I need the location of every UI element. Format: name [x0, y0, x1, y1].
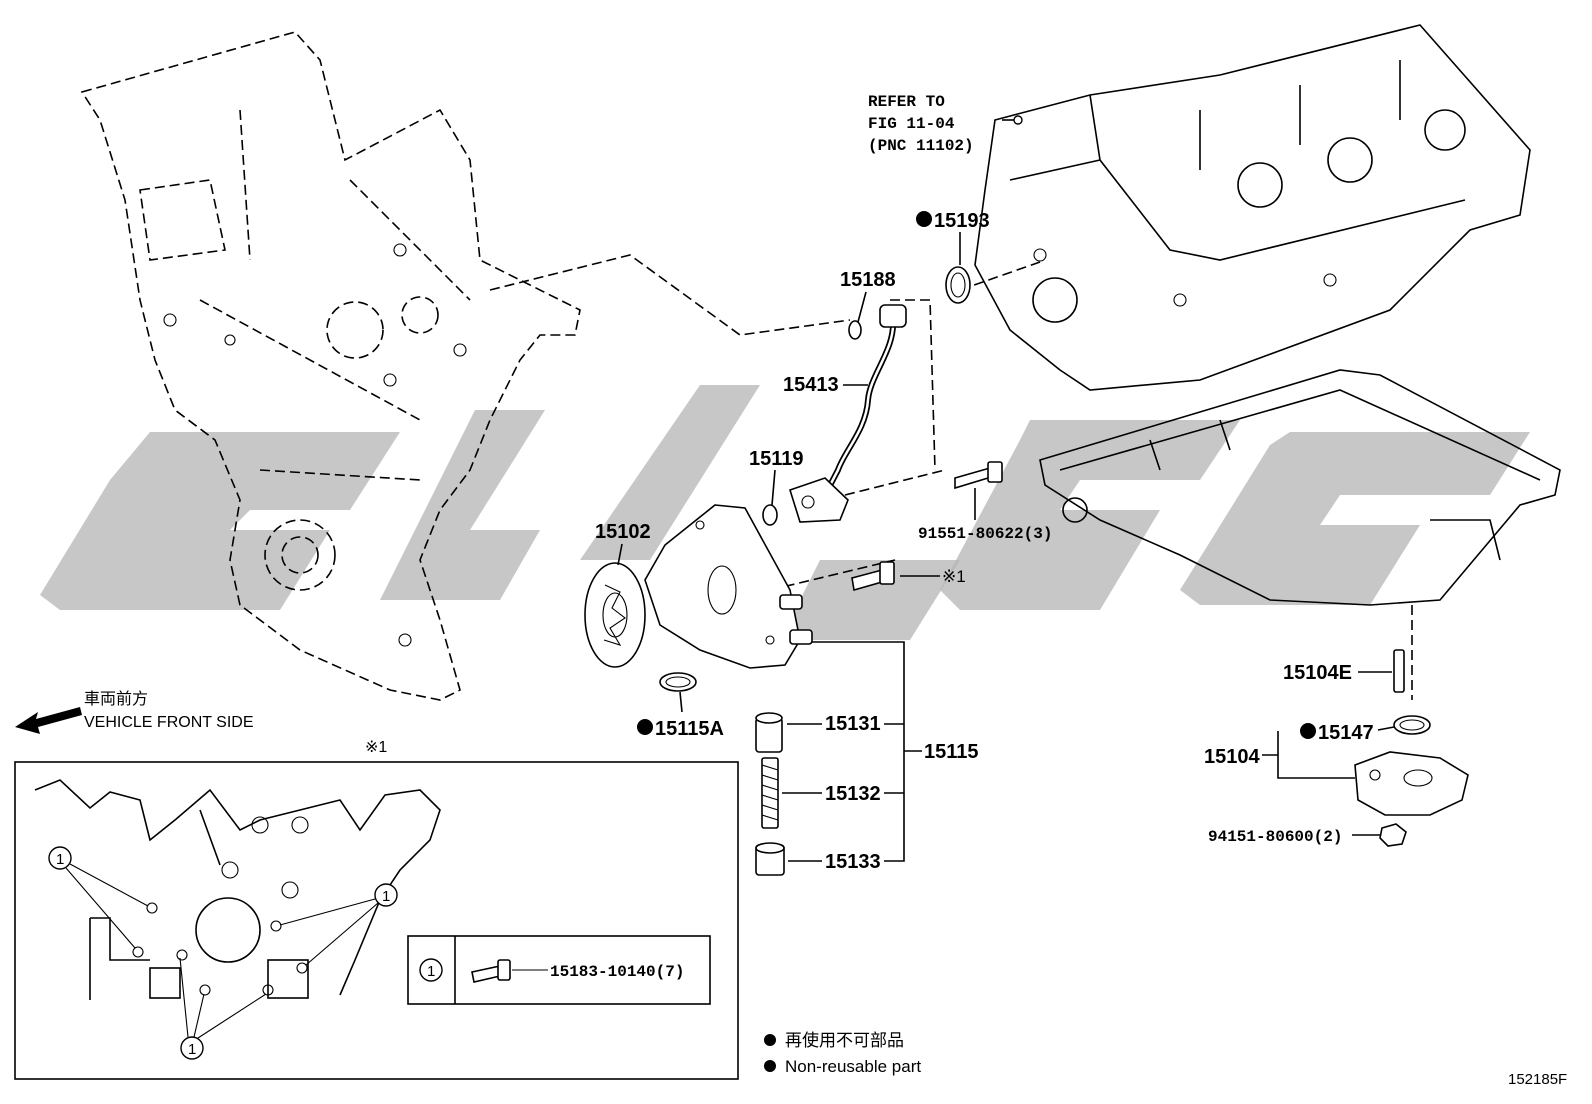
inset-box	[14, 761, 739, 1080]
label-15193: 15193	[934, 210, 990, 232]
label-note1: ※1	[942, 567, 966, 586]
callout-label: 1	[56, 851, 64, 868]
non-reusable-dot	[1300, 723, 1316, 739]
callout-circle	[180, 1036, 204, 1060]
callout-circle	[419, 958, 443, 982]
leader-cover-to-strainer	[489, 254, 851, 336]
cylinder-block-illustration	[974, 24, 1531, 391]
label-15115A: 15115A	[655, 718, 724, 740]
oil-pan-illustration	[1039, 369, 1561, 606]
nut-94151	[1379, 823, 1407, 847]
watermark-logo	[40, 385, 1530, 640]
figure-id: 152185F	[1508, 1071, 1567, 1088]
refer-line3: (PNC 11102)	[868, 137, 974, 155]
relief-valve-spring	[761, 757, 779, 829]
oil-pump-rotor	[584, 562, 646, 668]
front-label-en: VEHICLE FRONT SIDE	[84, 714, 254, 731]
inset-cover-illustration	[34, 779, 441, 1000]
relief-valve-plug	[755, 712, 783, 753]
front-label-jp: 車両前方	[84, 690, 148, 708]
callout-circle	[374, 883, 398, 907]
label-15131: 15131	[825, 713, 881, 735]
label-15115: 15115	[924, 741, 979, 763]
callout-circle	[48, 846, 72, 870]
inset-title: ※1	[365, 739, 387, 756]
bolt-part-number: 15183-10140(7)	[550, 963, 684, 981]
label-15188: 15188	[840, 269, 896, 291]
refer-line2: FIG 11-04	[868, 115, 955, 133]
label-15102: 15102	[595, 521, 651, 543]
bolt-91551	[954, 461, 1003, 490]
callout-label: 1	[188, 1041, 196, 1058]
label-91551: 91551-80622(3)	[918, 525, 1052, 543]
bolt-legend-table	[407, 935, 711, 1005]
o-ring-15188	[848, 320, 862, 340]
callout-label: 1	[427, 963, 435, 980]
non-reusable-dot	[916, 211, 932, 227]
refer-line1: REFER TO	[868, 93, 945, 111]
non-reusable-dot	[637, 719, 653, 735]
legend-jp: 再使用不可部品	[785, 1030, 904, 1050]
o-ring-15119	[762, 504, 778, 526]
label-15104E: 15104E	[1283, 662, 1352, 684]
bolt-icon	[471, 959, 511, 983]
legend-dot	[764, 1034, 776, 1046]
oil-strainer-pipe	[789, 304, 907, 523]
relief-valve-cap	[755, 842, 785, 876]
label-15147: 15147	[1318, 722, 1374, 744]
label-15133: 15133	[825, 851, 881, 873]
label-15132: 15132	[825, 783, 881, 805]
callout-label: 1	[382, 888, 390, 905]
bolt-note1	[851, 561, 895, 592]
o-ring-15193	[945, 266, 971, 304]
label-15104: 15104	[1204, 746, 1260, 768]
oil-pump-body	[644, 504, 813, 669]
label-94151: 94151-80600(2)	[1208, 828, 1342, 846]
legend-dot	[764, 1060, 776, 1072]
label-15413: 15413	[783, 374, 839, 396]
label-15119: 15119	[749, 448, 804, 470]
stud-15104E	[1393, 649, 1405, 693]
oil-filter-bracket	[1354, 751, 1469, 816]
timing-cover-illustration	[80, 31, 581, 701]
gasket-15115A	[659, 672, 697, 692]
front-arrow-icon	[15, 707, 82, 734]
gasket-15147	[1393, 715, 1431, 735]
legend-en: Non-reusable part	[785, 1057, 921, 1076]
